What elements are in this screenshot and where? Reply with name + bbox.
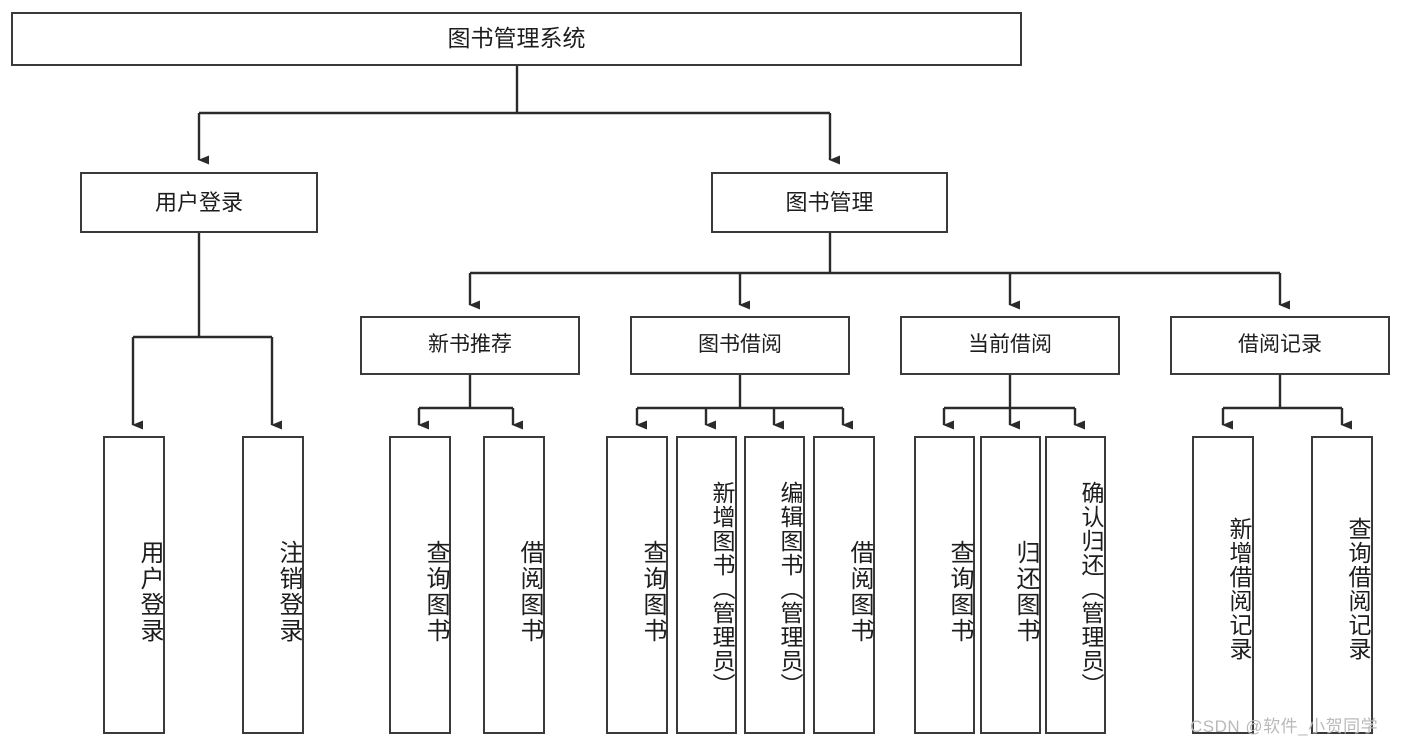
node-label: 图书借阅 xyxy=(698,333,782,357)
node-label: 图书管理 xyxy=(785,189,874,215)
node-label: 查询借阅记录 xyxy=(1345,517,1371,661)
node-root-book-management-system[interactable]: 图书管理系统 xyxy=(11,12,1022,66)
node-label: 用户登录 xyxy=(136,540,163,644)
node-leaf-add-borrow-record[interactable]: 新增借阅记录 xyxy=(1192,436,1254,734)
node-label: 归还图书 xyxy=(1012,540,1039,644)
node-label: 借阅图书 xyxy=(516,540,543,644)
node-user-login[interactable]: 用户登录 xyxy=(80,172,318,233)
node-leaf-add-book[interactable]: 新增图书（管理员） xyxy=(676,436,737,734)
node-new-book-recommend[interactable]: 新书推荐 xyxy=(360,316,580,375)
node-label: 用户登录 xyxy=(154,189,243,215)
node-borrow-record[interactable]: 借阅记录 xyxy=(1170,316,1390,375)
node-leaf-borrow-book[interactable]: 借阅图书 xyxy=(813,436,875,734)
node-leaf-query-book-current[interactable]: 查询图书 xyxy=(914,436,975,734)
node-leaf-borrow-book-recommend[interactable]: 借阅图书 xyxy=(483,436,545,734)
node-label: 新书推荐 xyxy=(428,333,512,357)
node-leaf-query-book-borrow[interactable]: 查询图书 xyxy=(606,436,668,734)
node-label: 新增借阅记录 xyxy=(1226,517,1252,661)
node-leaf-logout-login[interactable]: 注销登录 xyxy=(242,436,304,734)
node-label: 查询图书 xyxy=(639,540,666,644)
node-leaf-confirm-return[interactable]: 确认归还（管理员） xyxy=(1045,436,1106,734)
node-leaf-query-book-recommend[interactable]: 查询图书 xyxy=(389,436,451,734)
node-label: 查询图书 xyxy=(946,540,973,644)
node-label: 新增图书（管理员） xyxy=(709,481,735,697)
node-leaf-user-login[interactable]: 用户登录 xyxy=(103,436,165,734)
node-label: 图书管理系统 xyxy=(447,25,586,52)
node-label: 编辑图书（管理员） xyxy=(777,481,803,697)
watermark-text: CSDN @软件_小贺同学 xyxy=(1190,717,1379,736)
node-current-borrow[interactable]: 当前借阅 xyxy=(900,316,1120,375)
node-book-management[interactable]: 图书管理 xyxy=(711,172,948,233)
node-label: 借阅图书 xyxy=(846,540,873,644)
node-label: 借阅记录 xyxy=(1238,333,1322,357)
node-leaf-edit-book[interactable]: 编辑图书（管理员） xyxy=(744,436,805,734)
node-book-borrow[interactable]: 图书借阅 xyxy=(630,316,850,375)
node-label: 当前借阅 xyxy=(968,333,1052,357)
node-leaf-query-borrow-record[interactable]: 查询借阅记录 xyxy=(1311,436,1373,734)
node-leaf-return-book[interactable]: 归还图书 xyxy=(980,436,1041,734)
node-label: 查询图书 xyxy=(422,540,449,644)
node-label: 注销登录 xyxy=(275,540,302,644)
node-label: 确认归还（管理员） xyxy=(1078,481,1104,697)
